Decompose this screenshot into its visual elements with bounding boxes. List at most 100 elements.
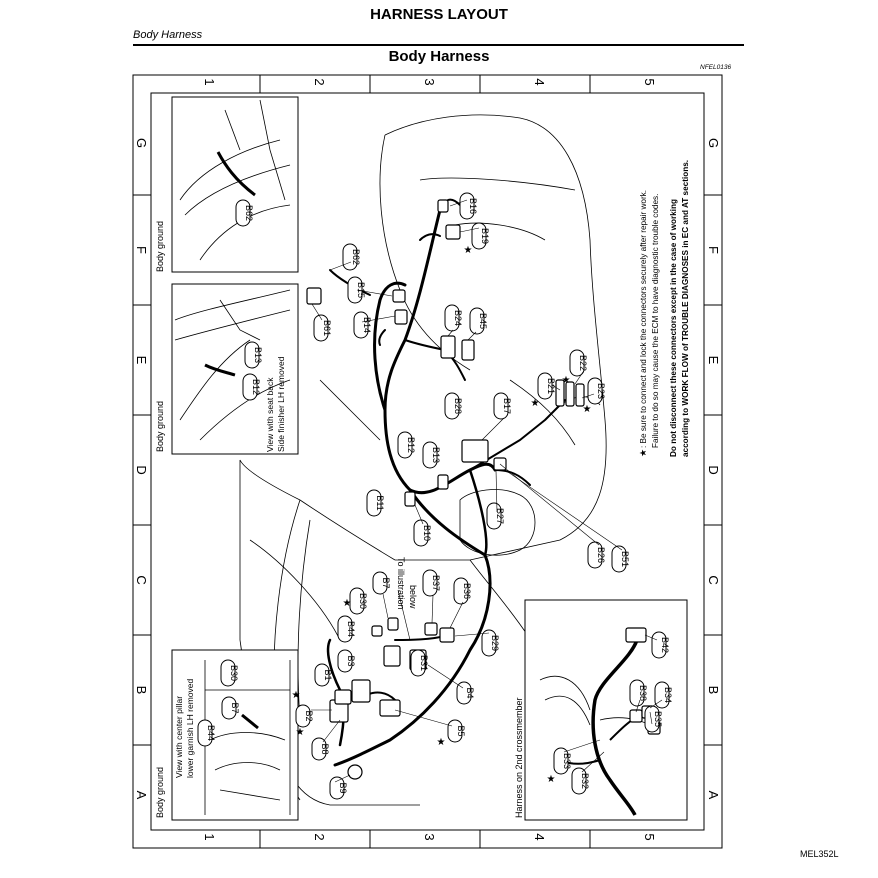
inset-e: Body ground View with seat back Side fin… xyxy=(155,283,299,455)
grid-col-left-g: G xyxy=(134,138,149,148)
svg-text:B1: B1 xyxy=(323,669,333,680)
header-rule xyxy=(133,44,744,46)
svg-text:B30: B30 xyxy=(229,665,239,681)
svg-text:B7: B7 xyxy=(381,577,391,588)
leader-lines xyxy=(311,199,663,783)
svg-text:B29: B29 xyxy=(490,635,500,651)
grid-col-right-b: B xyxy=(706,686,721,695)
label-B24: B24 xyxy=(444,304,463,332)
label-B19: B19 xyxy=(471,222,490,250)
inset-g-title: Body ground xyxy=(155,221,165,272)
grid-col-right-d: D xyxy=(706,465,721,474)
svg-text:B32: B32 xyxy=(580,773,590,789)
label-inset-e-B12: B12 xyxy=(242,373,261,401)
label-cross-B32: B32 xyxy=(571,767,590,795)
label-B36: B36 xyxy=(453,577,472,605)
note-star: ★ xyxy=(638,449,648,457)
label-B51: B51 xyxy=(611,545,630,573)
label-B62: B62 xyxy=(342,243,361,271)
label-cross-B42: B42 xyxy=(651,631,670,659)
label-cross-B34: B34 xyxy=(654,681,673,709)
label-B13: B13 xyxy=(422,441,441,469)
svg-text:B36: B36 xyxy=(462,583,472,599)
grid-inner xyxy=(150,92,705,831)
grid-ticks xyxy=(133,75,722,848)
svg-text:B24: B24 xyxy=(453,310,463,326)
inset-e-note-2: Side finisher LH removed xyxy=(276,356,286,452)
grid-col-left-a: A xyxy=(134,791,149,800)
svg-text:B13: B13 xyxy=(431,447,441,463)
grid-frame xyxy=(132,74,723,849)
svg-text:B62: B62 xyxy=(351,249,361,265)
grid-row-bottom-2: 2 xyxy=(312,833,327,840)
label-B2: B2 xyxy=(295,704,314,728)
inset-a-note-1: View with center pillar xyxy=(174,696,184,778)
grid-row-top-5: 5 xyxy=(642,78,657,85)
grid-row-bottom-3: 3 xyxy=(422,833,437,840)
star-marker-B5: ★ xyxy=(437,737,446,748)
label-B45: B45 xyxy=(469,307,488,335)
star-marker-B30: ★ xyxy=(343,598,352,609)
svg-text:B26: B26 xyxy=(596,547,606,563)
star-marker-B21: ★ xyxy=(531,398,540,409)
svg-text:B9: B9 xyxy=(338,782,348,793)
note-line-4: according to WORK FLOW of TROUBLE DIAGNO… xyxy=(681,160,690,457)
label-B30: B30 xyxy=(349,587,368,615)
svg-text:B15: B15 xyxy=(356,282,366,298)
svg-text:B28: B28 xyxy=(453,398,463,414)
label-B28: B28 xyxy=(444,392,463,420)
grid-row-bottom-1: 1 xyxy=(202,833,217,840)
svg-text:B35: B35 xyxy=(653,711,663,727)
star-marker-B19: ★ xyxy=(464,245,473,256)
inset-g: Body ground xyxy=(155,96,299,273)
svg-text:B17: B17 xyxy=(502,398,512,414)
connector-labels: B16 B19 B62 B15 B14 B61 B24 B45 B22 B21 … xyxy=(197,192,673,800)
label-inset-e-B13: B13 xyxy=(244,341,263,369)
label-B17: B17 xyxy=(493,392,512,420)
inset-e-title: Body ground xyxy=(155,401,165,452)
svg-text:B22: B22 xyxy=(578,355,588,371)
grid-border xyxy=(132,74,723,849)
label-B21: B21 xyxy=(537,372,556,400)
inset-crossmember-title: Harness on 2nd crossmember xyxy=(514,697,524,818)
label-B1: B1 xyxy=(314,663,333,687)
svg-text:B12: B12 xyxy=(251,379,261,395)
label-B4: B4 xyxy=(456,681,475,705)
grid-col-left-f: F xyxy=(134,246,149,254)
svg-text:B45: B45 xyxy=(478,313,488,329)
inset-a-note-2: lower garnish LH removed xyxy=(185,679,195,778)
svg-text:B14: B14 xyxy=(362,317,372,333)
note-line-3: Do not disconnect these connectors excep… xyxy=(669,199,678,457)
svg-text:B5: B5 xyxy=(456,725,466,736)
svg-text:B62: B62 xyxy=(244,205,254,221)
label-B16: B16 xyxy=(459,192,478,220)
grid-col-left-e: E xyxy=(134,356,149,365)
grid-row-top-1: 1 xyxy=(202,78,217,85)
svg-text:B3: B3 xyxy=(346,655,356,666)
inset-e-note-1: View with seat back xyxy=(265,377,275,452)
label-B10: B10 xyxy=(413,519,432,547)
svg-text:B4: B4 xyxy=(465,687,475,698)
svg-text:B11: B11 xyxy=(375,495,385,510)
grid-col-right-f: F xyxy=(706,246,721,254)
label-B23: B23 xyxy=(587,377,606,405)
label-B14: B14 xyxy=(353,311,372,339)
svg-text:B19: B19 xyxy=(480,228,490,244)
svg-text:B12: B12 xyxy=(406,437,416,453)
callout-to-illustration-1: To illustration xyxy=(396,557,406,610)
svg-text:B34: B34 xyxy=(663,687,673,703)
svg-text:B10: B10 xyxy=(422,525,432,541)
svg-text:B23: B23 xyxy=(596,383,606,399)
svg-text:B31: B31 xyxy=(419,655,429,671)
star-marker-B22: ★ xyxy=(562,375,571,386)
grid-col-right-a: A xyxy=(706,791,721,800)
grid-col-right-c: C xyxy=(706,575,721,584)
label-B22: B22 xyxy=(569,349,588,377)
label-B7: B7 xyxy=(372,571,391,595)
svg-text:B38: B38 xyxy=(638,685,648,701)
section-label: Body Harness xyxy=(133,29,203,41)
star-marker-B8: ★ xyxy=(296,727,305,738)
grid-col-left-b: B xyxy=(134,686,149,695)
page-code: MEL352L xyxy=(800,849,839,859)
label-B29: B29 xyxy=(481,629,500,657)
